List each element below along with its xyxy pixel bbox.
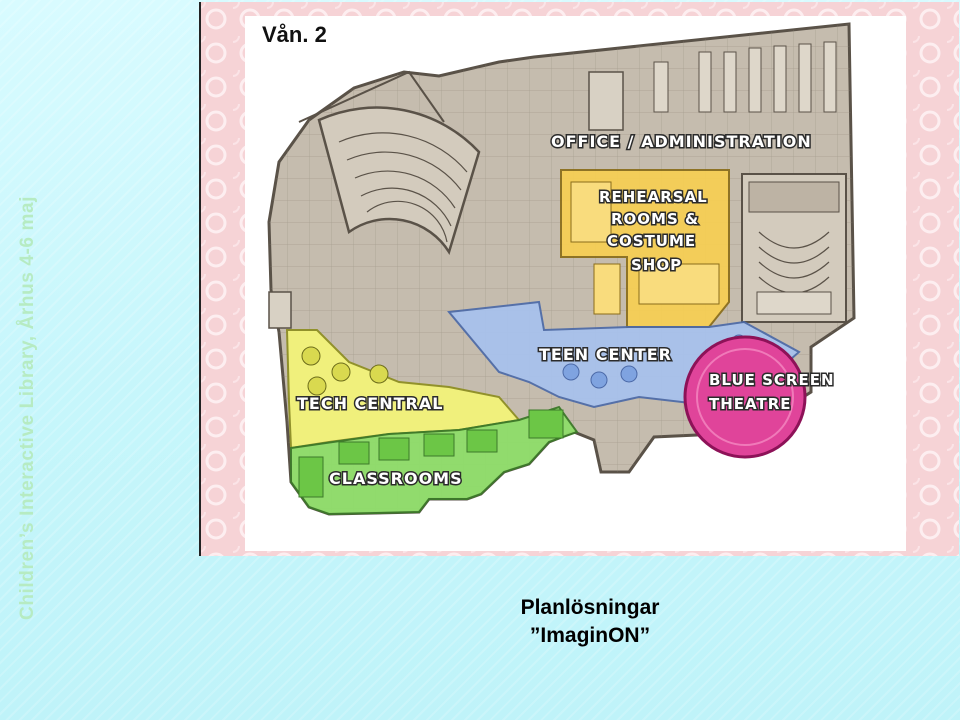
label-blue-screen-1: BLUE SCREEN bbox=[709, 371, 835, 389]
label-rehearsal-3: COSTUME bbox=[607, 232, 696, 250]
blue-screen-theatre-zone bbox=[683, 335, 807, 459]
right-theatre bbox=[741, 173, 847, 323]
rehearsal-furniture bbox=[570, 181, 720, 315]
label-rehearsal-4: SHOP bbox=[631, 256, 682, 274]
blue-screen-theatre-ring bbox=[696, 348, 794, 446]
main-theatre bbox=[298, 70, 481, 256]
stair-core bbox=[588, 71, 624, 131]
label-classrooms: CLASSROOMS bbox=[329, 469, 463, 488]
label-office: OFFICE / ADMINISTRATION bbox=[551, 132, 812, 151]
label-tech-central: TECH CENTRAL bbox=[297, 394, 443, 413]
classrooms-zone bbox=[290, 405, 579, 516]
side-title: Children’s Interactive Library, Århus 4-… bbox=[17, 195, 38, 620]
caption-line-2: ”ImaginON” bbox=[529, 624, 651, 647]
tech-furniture bbox=[301, 346, 389, 396]
caption-line-1: Planlösningar bbox=[520, 596, 660, 619]
label-teen-center: TEEN CENTER bbox=[539, 345, 672, 364]
floor-plan-figure: OFFICE / ADMINISTRATION REHEARSAL ROOMS … bbox=[199, 2, 959, 556]
label-blue-screen-2: THEATRE bbox=[709, 395, 792, 413]
label-rehearsal-1: REHEARSAL bbox=[599, 188, 708, 206]
small-core bbox=[268, 291, 292, 329]
office-desks bbox=[653, 41, 837, 113]
classroom-furniture bbox=[298, 409, 564, 498]
label-rehearsal-2: ROOMS & bbox=[611, 210, 699, 228]
floor-label: Vån. 2 bbox=[262, 22, 327, 47]
floor-plan: OFFICE / ADMINISTRATION REHEARSAL ROOMS … bbox=[199, 2, 959, 556]
